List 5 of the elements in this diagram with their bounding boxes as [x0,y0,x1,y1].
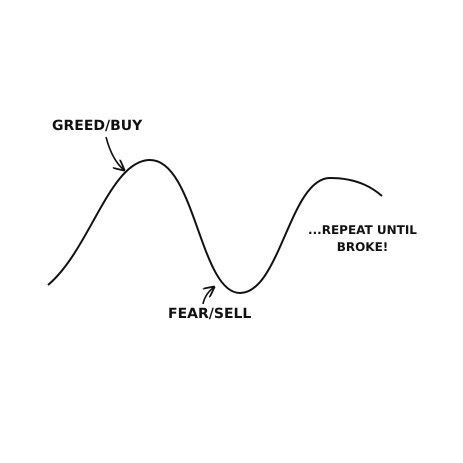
annotation-text: GREED/BUY [52,118,142,135]
leader-arrow [105,136,126,172]
annotation-text: FEAR/SELL [168,306,252,323]
note-text: ...REPEAT UNTIL BROKE! [307,222,418,256]
leader-arrow [202,285,216,304]
